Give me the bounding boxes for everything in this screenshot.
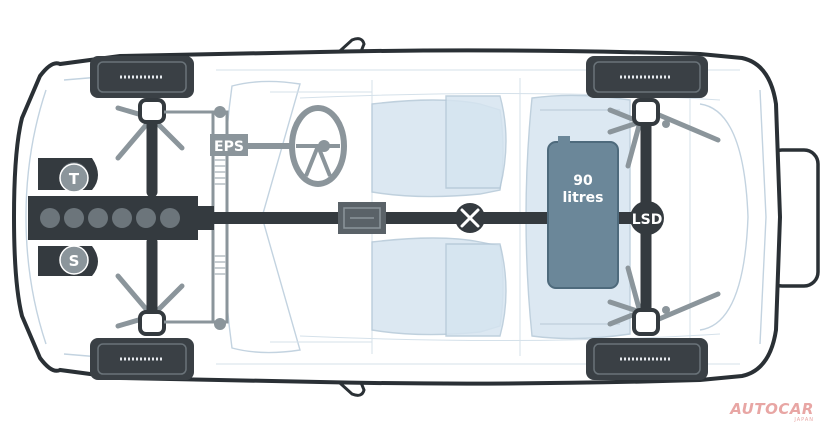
fuel-tank [547, 136, 619, 289]
engine-cylinders [40, 208, 180, 228]
lsd-label: LSD [632, 212, 663, 228]
wheel-rear-left [586, 56, 708, 98]
eps-label: EPS [214, 139, 244, 155]
front-seats [371, 95, 507, 337]
front-bumper-line [25, 89, 47, 345]
turbo-label-badge: T [59, 163, 89, 193]
supercharger-label: S [69, 252, 80, 270]
wheel-rear-right [586, 338, 708, 380]
watermark-brand: AUTOCAR [730, 400, 814, 418]
eps-label-badge: EPS [210, 134, 248, 156]
propshaft [210, 212, 638, 224]
watermark-region: JAPAN [794, 417, 814, 423]
turbo-label: T [69, 170, 80, 188]
watermark: AUTOCAR JAPAN [730, 402, 814, 424]
tank-capacity-value: 90 [573, 173, 593, 189]
tank-capacity-unit: litres [562, 190, 603, 206]
rear-window [699, 103, 749, 331]
drivetrain [196, 202, 638, 234]
lsd-label-badge: LSD [630, 201, 664, 235]
wheels [90, 56, 708, 380]
supercharger-label-badge: S [59, 245, 89, 275]
